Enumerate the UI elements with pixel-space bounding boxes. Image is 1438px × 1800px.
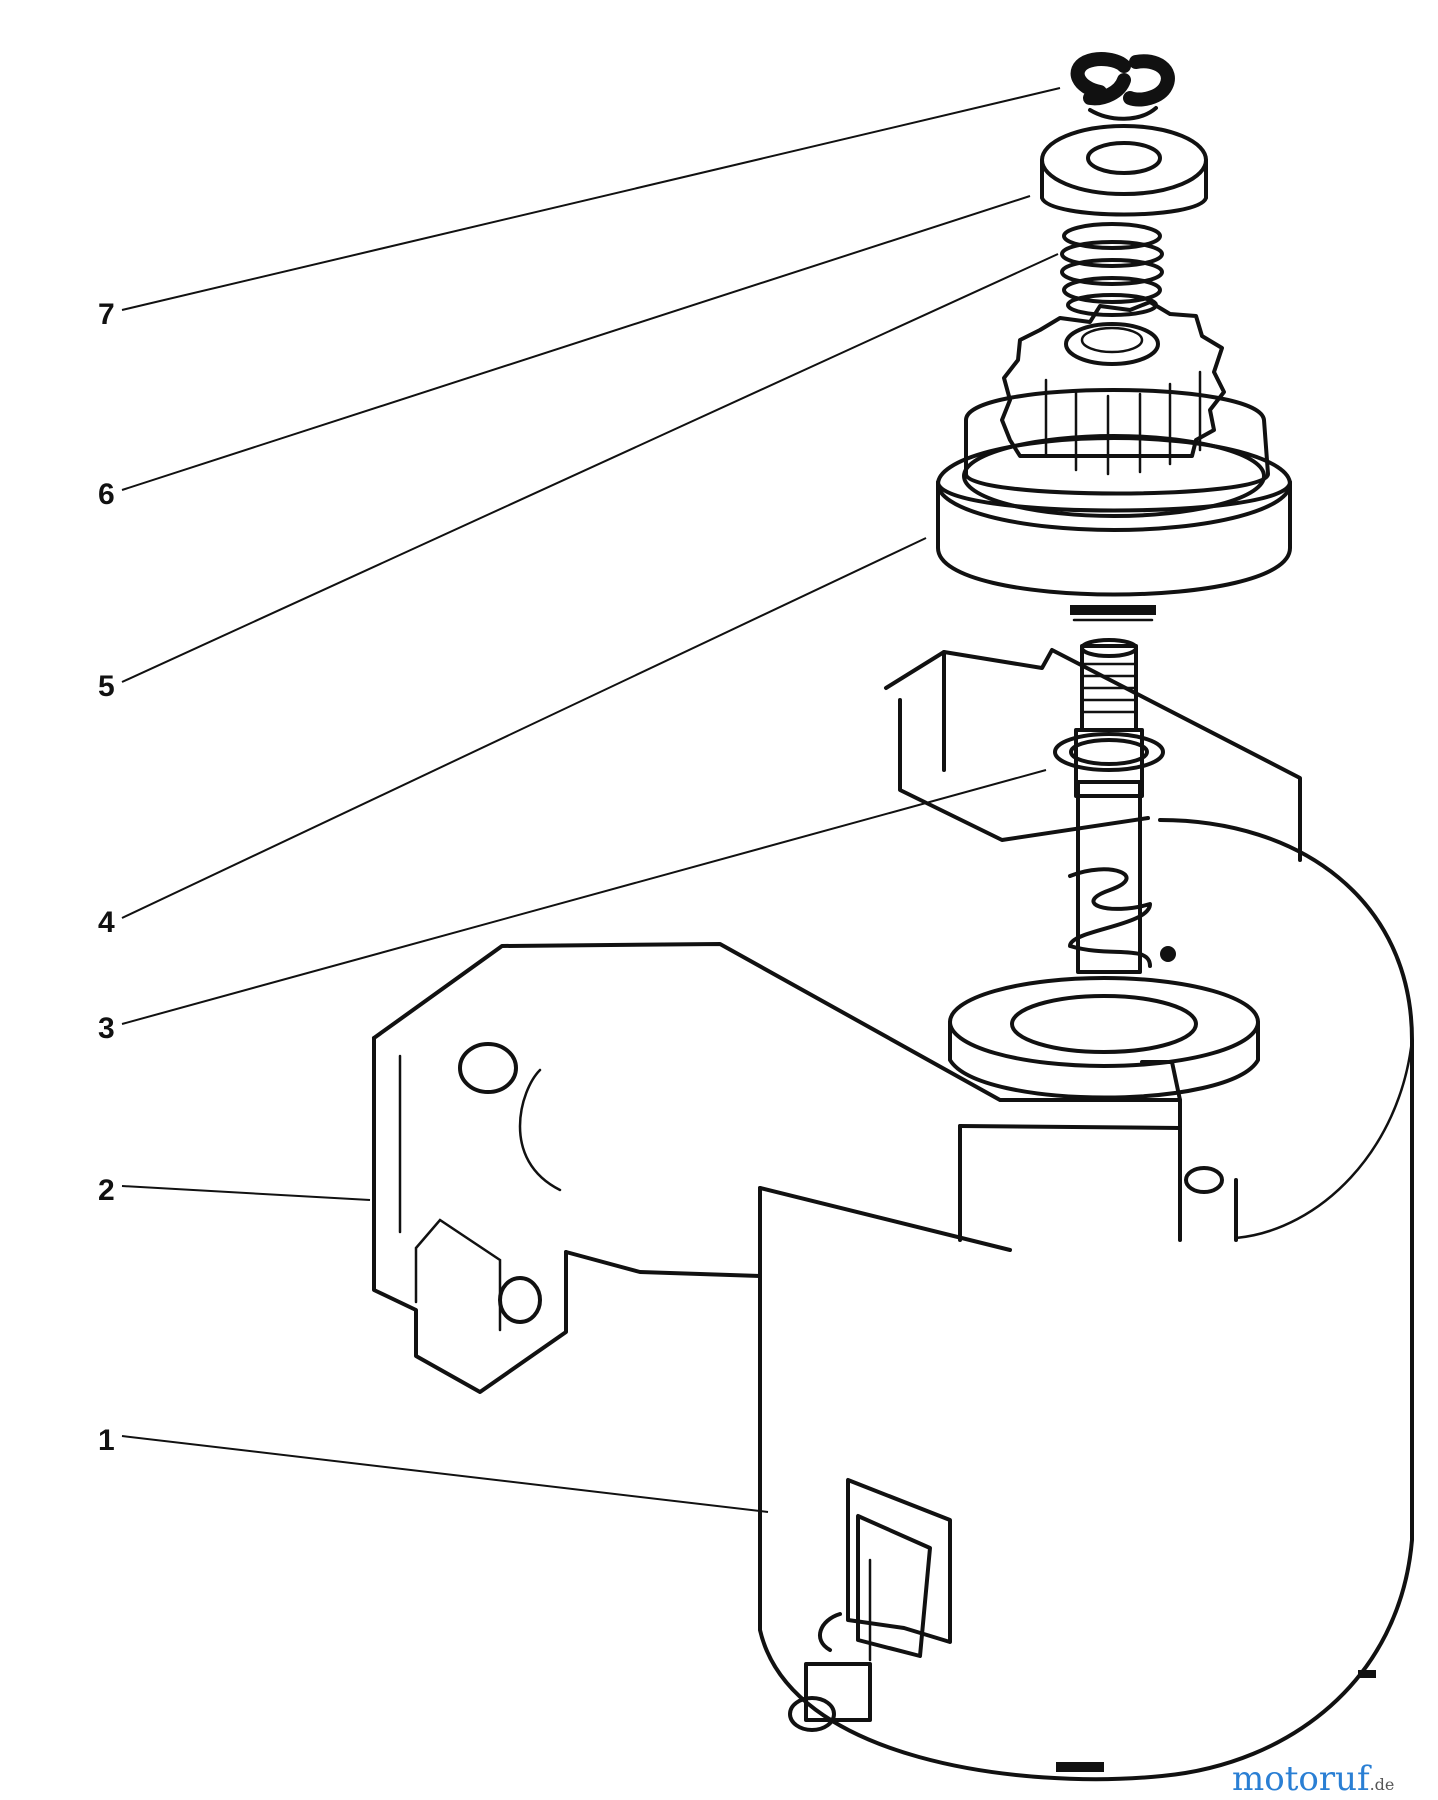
watermark-suffix: .de — [1370, 1775, 1395, 1794]
callout-1: 1 — [98, 1424, 115, 1457]
leader-line-3 — [121, 769, 1047, 1025]
leader-line-2 — [121, 1185, 371, 1201]
leader-line-1 — [121, 1435, 769, 1513]
leader-line-4 — [121, 537, 927, 919]
leader-line-6 — [121, 195, 1031, 491]
drive-shaft-part — [1053, 638, 1165, 974]
washer-cup-part — [1040, 124, 1208, 217]
callout-3: 3 — [98, 1012, 115, 1045]
leader-line-7 — [121, 87, 1061, 311]
watermark-logo: motoruf.de — [1232, 1759, 1394, 1799]
retaining-clip-part — [1070, 52, 1175, 121]
callout-2: 2 — [98, 1174, 115, 1207]
callout-7: 7 — [98, 298, 115, 331]
callout-4: 4 — [98, 906, 115, 939]
callout-numbers: 7 6 5 4 3 2 1 — [98, 298, 115, 1457]
leader-lines — [121, 87, 1061, 1513]
pinion-gear-part — [936, 300, 1292, 622]
svg-text:motoruf.de: motoruf.de — [1232, 1759, 1394, 1799]
watermark-brand: motoruf — [1232, 1759, 1372, 1799]
motor-housing-part — [372, 648, 1414, 1782]
callout-5: 5 — [98, 670, 115, 703]
leader-line-5 — [121, 253, 1059, 683]
callout-6: 6 — [98, 478, 115, 511]
